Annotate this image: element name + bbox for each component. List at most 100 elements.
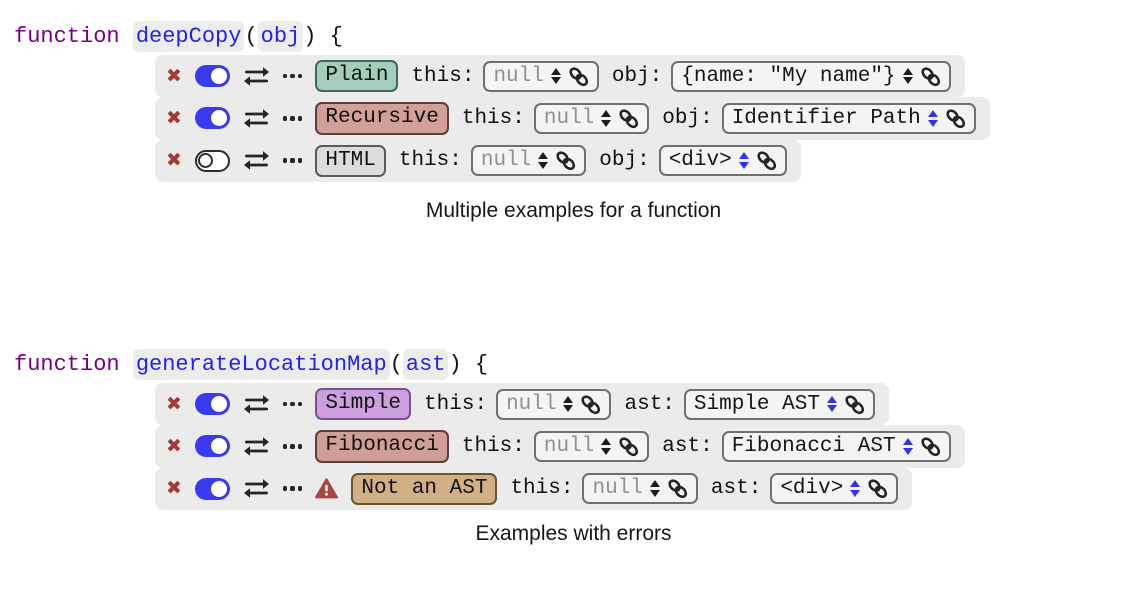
argument-field: obj:Identifier Path [662,102,976,134]
function-name[interactable]: deepCopy [132,21,245,52]
value-stepper-icon[interactable] [550,67,561,85]
example-name-badge[interactable]: Recursive [315,102,449,135]
example-name-badge[interactable]: Simple [315,388,412,421]
example-name-badge[interactable]: Fibonacci [315,430,449,463]
value-box[interactable]: null [533,102,650,134]
value-stepper-icon[interactable] [601,110,612,127]
delete-example-icon[interactable]: ✖ [166,392,182,415]
swap-arrows-icon[interactable] [243,394,270,415]
link-value-icon[interactable] [756,150,777,171]
more-options-icon[interactable] [282,401,303,407]
field-label: obj: [611,64,663,88]
stepper-down-icon [563,405,574,413]
link-value-icon[interactable] [568,66,589,87]
example-enabled-toggle[interactable] [194,435,230,458]
stepper-down-icon [902,77,913,85]
close-paren-brace: ) { [303,24,343,49]
value-box[interactable]: null [483,60,599,92]
more-options-icon[interactable] [282,73,303,79]
function-param[interactable]: obj [257,21,304,52]
more-options-icon[interactable] [282,486,303,491]
error-warning-icon [315,478,339,499]
example-enabled-toggle[interactable] [194,149,230,172]
example-enabled-toggle[interactable] [194,477,230,500]
function-name[interactable]: generateLocationMap [132,349,390,380]
example-enabled-toggle[interactable] [194,393,230,416]
field-label: this: [424,392,488,416]
value-box[interactable]: <div> [770,473,899,505]
field-value: Simple AST [693,392,820,416]
value-box[interactable]: <div> [658,145,787,177]
field-value: null [480,149,532,173]
example-name-badge[interactable]: HTML [315,144,386,177]
function-signature: function deepCopy(obj) { [14,21,990,52]
field-value: null [592,477,643,501]
value-stepper-icon[interactable] [902,438,913,455]
value-box[interactable]: null [496,388,612,420]
value-stepper-icon[interactable] [563,395,574,413]
example-enabled-toggle[interactable] [194,107,230,130]
value-box[interactable]: null [582,473,698,505]
value-box[interactable]: Fibonacci AST [721,430,951,462]
argument-field: obj: {name: "My name"} [611,60,951,92]
swap-arrows-icon[interactable] [243,478,270,499]
argument-field: ast: Simple AST [624,388,875,420]
close-paren-brace: ) { [448,352,489,377]
delete-example-icon[interactable]: ✖ [166,434,182,457]
delete-example-icon[interactable]: ✖ [166,149,182,172]
link-value-icon[interactable] [618,436,639,457]
swap-arrows-icon[interactable] [243,150,270,171]
argument-field: this:null [399,145,587,177]
swap-arrows-icon[interactable] [243,108,270,129]
swap-arrows-icon[interactable] [243,436,270,457]
caption-multiple-examples: Multiple examples for a function [425,199,722,222]
more-options-icon[interactable] [282,158,303,163]
value-stepper-icon[interactable] [601,438,612,455]
value-stepper-icon[interactable] [738,152,749,169]
field-label: ast: [624,392,675,416]
delete-example-icon[interactable]: ✖ [166,106,182,129]
value-stepper-icon[interactable] [826,395,837,413]
example-name-badge[interactable]: Plain [315,60,399,93]
value-box[interactable]: null [533,430,650,462]
value-box[interactable]: null [470,145,587,177]
link-value-icon[interactable] [667,478,688,499]
link-value-icon[interactable] [920,66,941,87]
more-options-icon[interactable] [282,444,303,449]
field-value: null [543,434,595,458]
toggle-knob-icon [210,68,227,85]
function-param[interactable]: ast [402,349,449,380]
stepper-up-icon [538,152,549,160]
stepper-down-icon [927,119,938,127]
link-value-icon[interactable] [920,436,941,457]
link-value-icon[interactable] [844,394,865,415]
caption-examples-with-errors: Examples with errors [475,522,672,545]
stepper-up-icon [850,480,861,488]
link-value-icon[interactable] [618,108,639,129]
swap-arrows-icon[interactable] [243,66,270,87]
value-stepper-icon[interactable] [649,480,660,497]
argument-field: this:null [411,60,599,92]
delete-example-icon[interactable]: ✖ [166,477,182,500]
value-stepper-icon[interactable] [538,152,549,169]
value-stepper-icon[interactable] [902,67,913,85]
stepper-up-icon [550,67,561,75]
value-box[interactable]: Simple AST [683,388,875,420]
delete-example-icon[interactable]: ✖ [166,64,182,87]
more-options-icon[interactable] [282,116,303,121]
value-box[interactable]: {name: "My name"} [671,60,951,92]
example-enabled-toggle[interactable] [194,65,230,88]
argument-field: this:null [462,430,650,462]
value-stepper-icon[interactable] [927,110,938,127]
link-value-icon[interactable] [945,108,966,129]
link-value-icon[interactable] [580,394,601,415]
argument-field: this: null [424,388,612,420]
field-value: Identifier Path [731,106,921,130]
example-name-badge[interactable]: Not an AST [351,472,498,505]
link-value-icon[interactable] [555,150,576,171]
link-value-icon[interactable] [867,478,888,499]
value-box[interactable]: Identifier Path [721,102,976,134]
value-stepper-icon[interactable] [850,480,861,497]
